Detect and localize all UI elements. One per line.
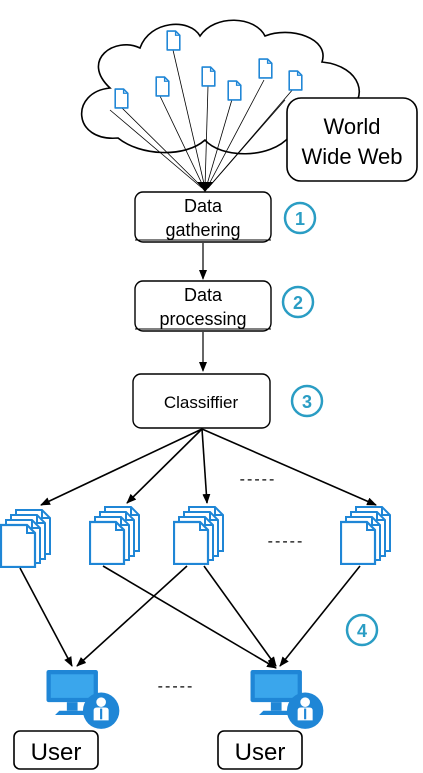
world-label-line1: World	[323, 114, 380, 139]
document-icon	[166, 30, 181, 51]
step-1-badge: 1	[283, 201, 317, 235]
document-icon	[155, 76, 170, 97]
web-crawl-lines	[109, 49, 295, 189]
step-4-badge: 4	[345, 613, 379, 647]
gathering-line2: gathering	[165, 220, 240, 240]
document-icon	[201, 66, 216, 87]
ellipsis-top: -----	[240, 471, 277, 488]
world-label-line2: Wide Web	[301, 144, 402, 169]
processing-line2: processing	[159, 309, 246, 329]
processing-line1: Data	[184, 285, 223, 305]
computer-user-icon	[250, 670, 324, 729]
svg-text:User: User	[31, 739, 82, 766]
classifier-label: Classiffier	[164, 393, 239, 412]
step-3-badge: 3	[290, 384, 324, 418]
user-label-1: User	[13, 730, 99, 770]
category-stacks	[0, 505, 392, 568]
gathering-line1: Data	[184, 196, 223, 216]
classifier-output-arrows	[40, 428, 377, 506]
document-stack-icon	[173, 505, 225, 565]
document-icon	[288, 70, 303, 91]
data-processing-box: Data processing	[134, 280, 272, 332]
data-gathering-box: Data gathering	[134, 191, 272, 243]
world-wide-web-label: World Wide Web	[286, 97, 418, 182]
user-label-2: User	[217, 730, 303, 770]
classifier-box: Classiffier	[132, 373, 271, 429]
step-2-badge: 2	[281, 285, 315, 319]
document-stack-icon	[0, 508, 52, 568]
document-icon	[258, 58, 273, 79]
document-icon	[114, 88, 129, 109]
svg-text:User: User	[235, 739, 286, 766]
svg-text:3: 3	[302, 392, 312, 412]
document-stack-icon	[89, 505, 141, 565]
computer-user-icon	[46, 670, 120, 729]
document-stack-icon	[340, 505, 392, 565]
ellipsis-bottom: -----	[158, 678, 195, 695]
svg-text:4: 4	[357, 621, 367, 641]
arrowhead	[197, 182, 213, 192]
ellipsis-middle: -----	[268, 533, 305, 550]
document-icon	[227, 80, 242, 101]
svg-text:2: 2	[293, 293, 303, 313]
category-to-user-arrows	[19, 565, 361, 669]
svg-text:1: 1	[295, 209, 305, 229]
